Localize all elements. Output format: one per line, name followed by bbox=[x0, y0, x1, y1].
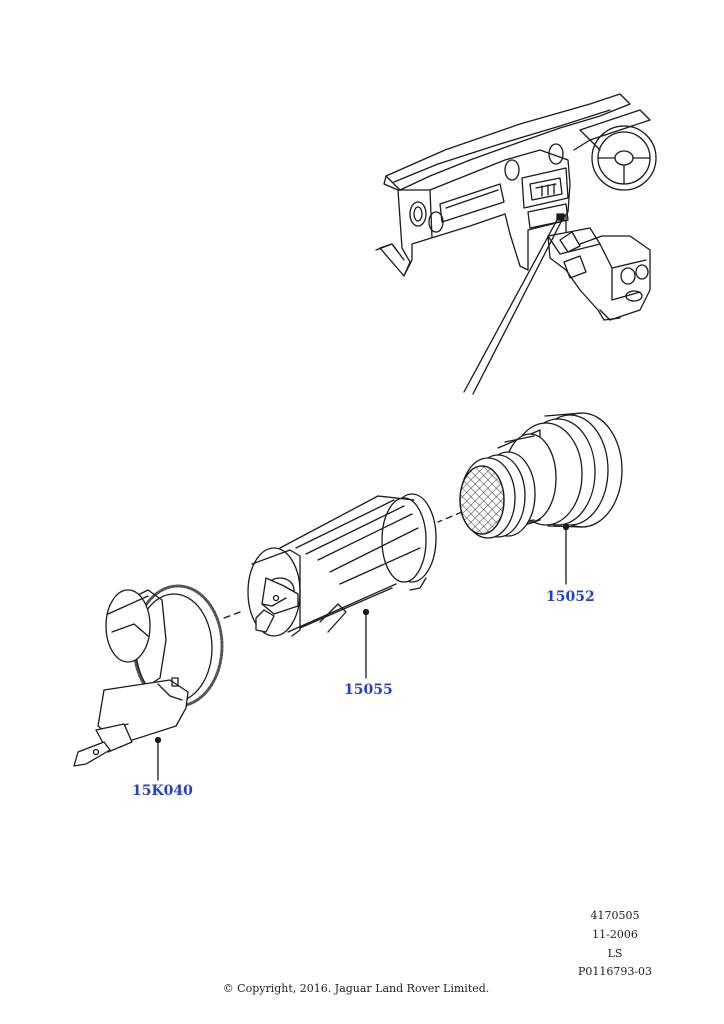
part-number-15052[interactable]: 15052 bbox=[546, 589, 595, 605]
leader-line bbox=[472, 221, 562, 395]
illustration-id: P0116793-03 bbox=[577, 965, 653, 978]
power-socket-cap-icon[interactable] bbox=[459, 412, 623, 539]
part-number-15K040[interactable]: 15K040 bbox=[132, 783, 193, 799]
part-number-15055[interactable]: 15055 bbox=[344, 682, 393, 698]
drawing-code: 4170505 bbox=[590, 909, 640, 922]
copyright-notice: © Copyright, 2016. Jaguar Land Rover Lim… bbox=[222, 982, 490, 995]
vehicle-dashboard-icon bbox=[375, 93, 657, 321]
power-socket-body-icon[interactable] bbox=[247, 493, 437, 637]
leader-line bbox=[463, 219, 558, 393]
drawing-date: 11-2006 bbox=[592, 928, 638, 941]
assembly-axis-line bbox=[207, 511, 463, 625]
drawing-region: LS bbox=[607, 947, 623, 960]
socket-harness-illumination-ring-icon[interactable] bbox=[73, 584, 224, 767]
